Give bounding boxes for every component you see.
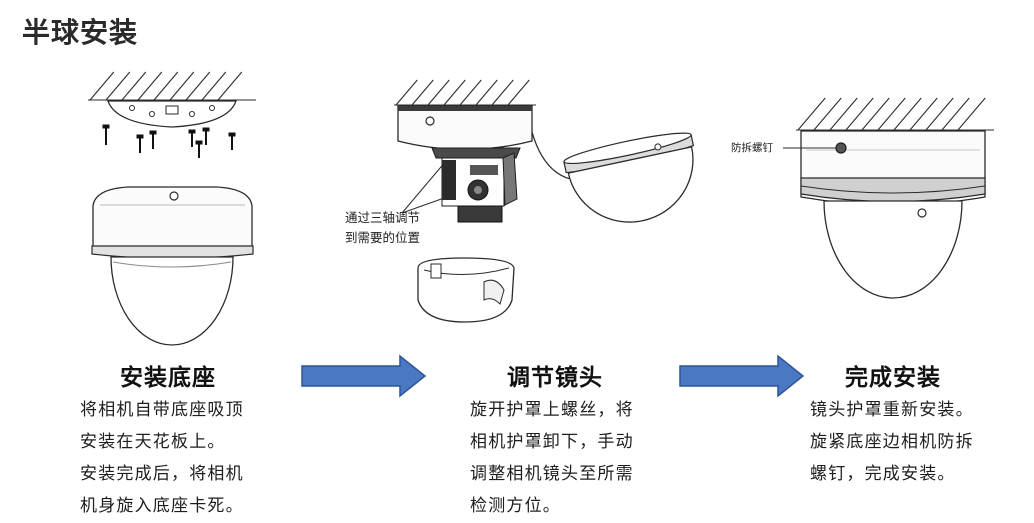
screw-icon <box>202 127 210 145</box>
hatch-line <box>813 97 842 131</box>
hatch-line <box>507 79 530 106</box>
screw-icon <box>149 130 157 149</box>
hatch-line <box>893 97 922 131</box>
gimbal-ring <box>431 147 521 159</box>
hatch-line <box>941 97 970 131</box>
hatch-line <box>491 79 514 106</box>
housing-top-rim <box>398 106 532 111</box>
step2-line: 相机护罩卸下，手动 <box>470 432 634 452</box>
ceiling-hatch <box>394 79 536 106</box>
step2-title: 调节镜头 <box>507 365 603 391</box>
ceiling-hatch <box>796 97 994 131</box>
lens-base <box>457 205 503 223</box>
step3-line: 旋紧底座边相机防拆 <box>810 432 974 452</box>
page-title: 半球安装 <box>22 16 139 49</box>
step3-line: 镜头护罩重新安装。 <box>810 400 974 420</box>
hatch-line <box>877 97 906 131</box>
hatch-line <box>169 71 195 101</box>
screw-icon <box>136 134 144 153</box>
step2-line: 检测方位。 <box>470 496 561 516</box>
removed-dome-cover <box>563 132 695 223</box>
adjust-callout-line-2: 到需要的位置 <box>345 230 421 245</box>
hatch-line <box>89 71 115 101</box>
housing-screw <box>425 116 435 126</box>
step1-illustration <box>88 71 256 346</box>
step1-line: 安装在天花板上。 <box>80 432 226 452</box>
step2-line: 旋开护罩上螺丝，将 <box>470 400 634 420</box>
hatch-line <box>861 97 890 131</box>
camera-base-housing <box>397 105 533 151</box>
hatch-line <box>459 79 482 106</box>
plate-hole <box>149 111 155 117</box>
plate-hole <box>129 105 135 111</box>
hatch-line <box>411 79 434 106</box>
lens-glass <box>474 186 482 194</box>
hatch-line <box>957 97 986 131</box>
hatch-line <box>395 79 418 106</box>
hatch-line <box>443 79 466 106</box>
module-side-panel <box>442 160 456 200</box>
camera-housing <box>92 186 253 251</box>
right-arrow-icon <box>301 354 427 398</box>
dome-rim <box>112 261 232 268</box>
screw-icon <box>102 124 110 145</box>
hatch-line <box>797 97 826 131</box>
hatch-line <box>153 71 179 101</box>
shroud-clip <box>483 279 505 305</box>
screw-icon <box>188 129 196 147</box>
callout-leader <box>401 160 447 214</box>
dome-screw <box>654 143 662 151</box>
hatch-line <box>217 71 243 101</box>
step1-title: 安装底座 <box>120 365 216 391</box>
tamper-screw-label: 防拆螺钉 <box>731 142 773 154</box>
dome-cover <box>110 256 234 346</box>
hatch-line <box>845 97 874 131</box>
tilt-bracket <box>502 152 518 206</box>
hatch-line <box>121 71 147 101</box>
right-arrow-icon <box>679 354 805 398</box>
step1-line: 机身旋入底座卡死。 <box>80 496 244 516</box>
step3-title: 完成安装 <box>845 365 941 391</box>
plate-hole <box>209 105 215 111</box>
step1-line: 安装完成后，将相机 <box>80 464 244 484</box>
hatch-line <box>185 71 211 101</box>
hatch-line <box>427 79 450 106</box>
hatch-line <box>137 71 163 101</box>
tamper-screw-icon <box>835 142 847 154</box>
shroud-body <box>417 257 515 323</box>
lens-shroud <box>417 257 515 323</box>
housing-band-line <box>800 185 986 194</box>
module-bracket <box>470 165 498 175</box>
screw-icon <box>195 140 203 158</box>
step3-line: 螺钉，完成安装。 <box>810 464 956 484</box>
hatch-line <box>829 97 858 131</box>
plate-hole <box>189 111 195 117</box>
hatch-line <box>925 97 954 131</box>
housing-screw <box>169 191 179 201</box>
mounting-screws <box>102 124 236 158</box>
shroud-notch <box>430 263 442 279</box>
dome-screw <box>917 208 927 218</box>
hatch-line <box>909 97 938 131</box>
ceiling-hatch <box>88 71 256 101</box>
three-axis-gimbal <box>431 147 521 223</box>
step2-line: 调整相机镜头至所需 <box>470 464 634 484</box>
hatch-line <box>105 71 131 101</box>
dome-shell <box>567 146 694 223</box>
screw-icon <box>228 132 236 150</box>
adjust-callout-line-1: 通过三轴调节 <box>345 210 421 225</box>
step1-line: 将相机自带底座吸顶 <box>80 400 244 420</box>
callout-leader <box>401 196 448 214</box>
hatch-line <box>475 79 498 106</box>
step2-illustration <box>394 79 695 323</box>
dome-rim <box>563 132 692 165</box>
hatch-line <box>201 71 227 101</box>
plate-center-mark <box>165 105 179 115</box>
step3-illustration <box>783 97 994 299</box>
dome-cover <box>823 200 963 299</box>
